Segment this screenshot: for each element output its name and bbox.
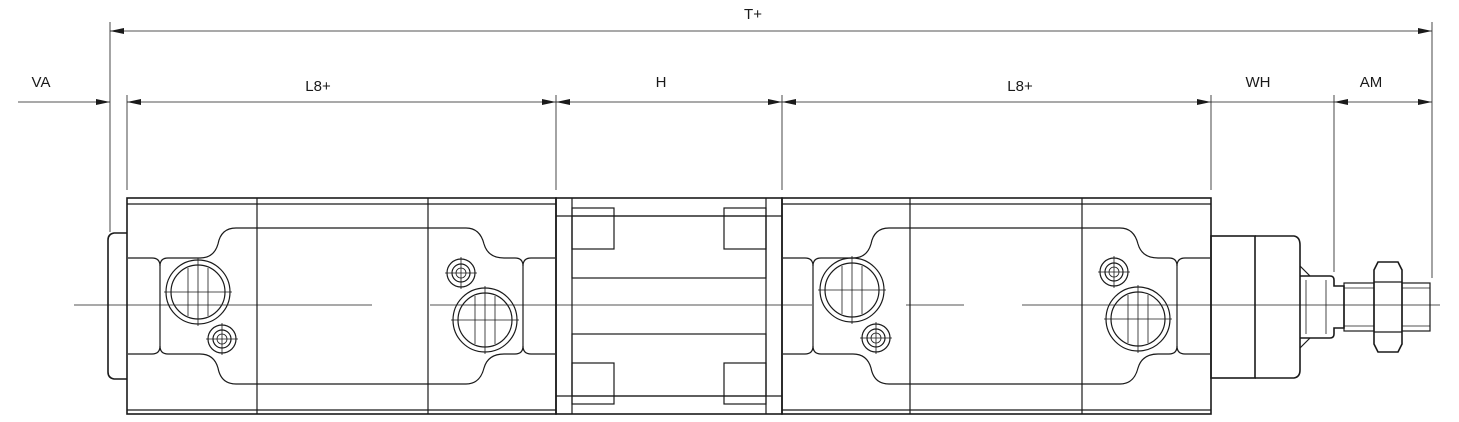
screw-icon [206,323,238,355]
screw-icon [860,322,892,354]
label-wh: WH [1246,74,1271,91]
cylinder-body [107,197,1431,415]
dimension-lines [18,22,1433,278]
label-am: AM [1360,74,1383,91]
dimension-labels: T+ VA L8+ H L8+ WH AM [32,6,1383,95]
screw-icon [445,257,477,289]
label-l8-left: L8+ [305,78,331,95]
port-icon [164,258,232,326]
label-l8-right: L8+ [1007,78,1033,95]
port-icon [451,286,519,354]
label-overall: T+ [744,6,762,23]
port-icon [818,256,886,324]
port-icon [1104,285,1172,353]
label-va: VA [32,74,51,91]
label-h: H [656,74,667,91]
screw-icon [1098,256,1130,288]
